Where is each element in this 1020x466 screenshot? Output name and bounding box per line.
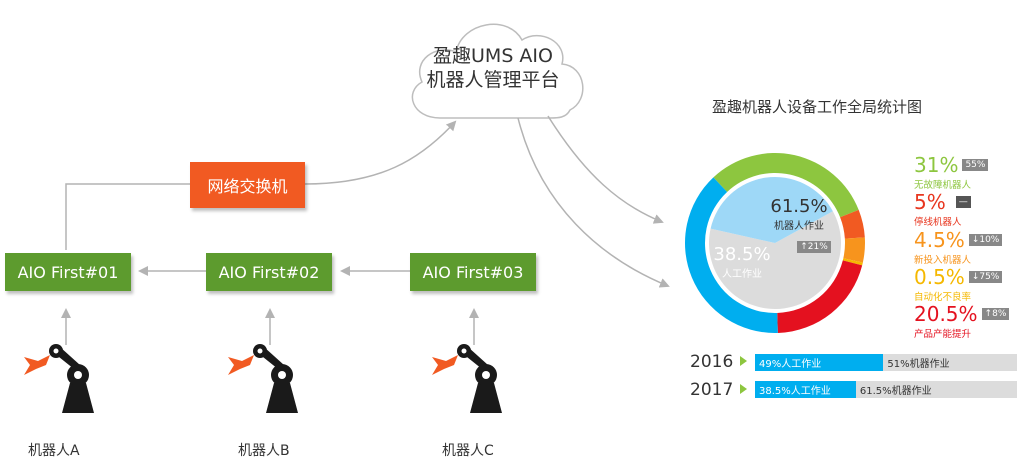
legend-item-defect-rate: 0.5%↓75% 自动化不良率 [914, 265, 1003, 303]
legend-pct: 20.5% [914, 302, 978, 326]
donut-machine-pct: 61.5% [770, 196, 828, 217]
aio-node-label: AIO First#01 [17, 262, 119, 282]
chart-title: 盈趣机器人设备工作全局统计图 [712, 98, 923, 116]
bar-machine-2017: 61.5%机器作业 [855, 381, 1017, 398]
year-pointer-icon [740, 356, 747, 366]
cloud-label-line2: 机器人管理平台 [426, 69, 560, 91]
donut-manual-name: 人工作业 [722, 269, 762, 280]
cloud-icon [411, 23, 584, 119]
cloud-to-chart-arrow-1 [547, 115, 664, 224]
donut-outer-slice-0 [713, 152, 859, 218]
robot-label-b: 机器人B [238, 443, 290, 459]
aio-node-label: AIO First#02 [218, 262, 320, 282]
legend-tag: ↓75% [968, 271, 1003, 283]
legend-name: 新投入机器人 [914, 255, 972, 266]
bar-manual-2016: 49%人工作业 [755, 354, 884, 371]
year-label-2017: 2017 [690, 380, 734, 400]
uplink-line-left [65, 183, 190, 250]
robot-arm-icon [432, 344, 502, 413]
legend-name: 自动化不良率 [914, 292, 972, 303]
legend-tag: 55% [962, 159, 989, 171]
bar-machine-2016: 51%机器作业 [883, 354, 1017, 371]
robot-label-c: 机器人C [442, 443, 494, 459]
donut-manual-pct: 38.5% [713, 244, 771, 265]
donut-outer-slice-5 [685, 177, 778, 333]
donut-inner-slice-1 [710, 176, 833, 243]
legend-tag: ↓10% [968, 234, 1003, 246]
bar-manual-2017: 38.5%人工作业 [755, 381, 856, 398]
switch-to-cloud-arrow [304, 120, 457, 185]
legend-tag: ↑8% [981, 308, 1010, 320]
legend-pct: 31% [914, 153, 959, 177]
legend-tag: — [955, 196, 971, 208]
cloud-label-line1: 盈趣UMS AIO [433, 45, 553, 67]
cloud-to-chart-arrow-2 [517, 117, 670, 288]
legend-name: 产品产能提升 [914, 329, 972, 340]
aio-node-01: AIO First#01 [5, 253, 131, 291]
year-label-2016: 2016 [690, 352, 734, 372]
donut-machine-label: 61.5% 机器人作业 ↑21% [754, 196, 844, 253]
cloud-label: 盈趣UMS AIO 机器人管理平台 [408, 44, 578, 92]
donut-outer-slice-2 [843, 237, 865, 263]
legend-name: 无故障机器人 [914, 180, 972, 191]
connection-lines [61, 115, 670, 345]
robot-arm-icon [228, 344, 298, 413]
year-bar-2016: 49%人工作业 51%机器作业 [755, 354, 1017, 371]
legend-item-capacity-up: 20.5%↑8% 产品产能提升 [914, 302, 1010, 340]
donut-outer-slice-4 [777, 260, 863, 333]
network-switch-label: 网络交换机 [207, 177, 288, 196]
donut-chart [685, 152, 865, 333]
donut-machine-tag: ↑21% [797, 241, 831, 253]
robot-label-a: 机器人A [28, 443, 80, 459]
donut-outer-slice-1 [840, 209, 865, 239]
donut-outer-slice-3 [842, 258, 863, 266]
aio-node-label: AIO First#03 [422, 262, 524, 282]
year-pointer-icon [740, 384, 747, 394]
network-switch-box: 网络交换机 [190, 162, 305, 208]
aio-node-02: AIO First#02 [206, 253, 332, 291]
legend-item-new-robots: 4.5%↓10% 新投入机器人 [914, 228, 1003, 266]
legend-pct: 0.5% [914, 265, 965, 289]
legend-pct: 5% [914, 190, 946, 214]
legend-item-fault-free: 31%55% 无故障机器人 [914, 153, 989, 191]
robot-arm-icon [24, 344, 94, 413]
legend-name: 停线机器人 [914, 217, 962, 228]
legend-item-line-stop: 5% — 停线机器人 [914, 192, 971, 228]
year-bar-2017: 38.5%人工作业 61.5%机器作业 [755, 381, 1017, 398]
legend-pct: 4.5% [914, 228, 965, 252]
donut-machine-name: 机器人作业 [774, 221, 824, 232]
aio-node-03: AIO First#03 [410, 253, 536, 291]
donut-inner-slice-0 [708, 211, 841, 309]
donut-manual-label: 38.5% 人工作业 [702, 244, 782, 280]
